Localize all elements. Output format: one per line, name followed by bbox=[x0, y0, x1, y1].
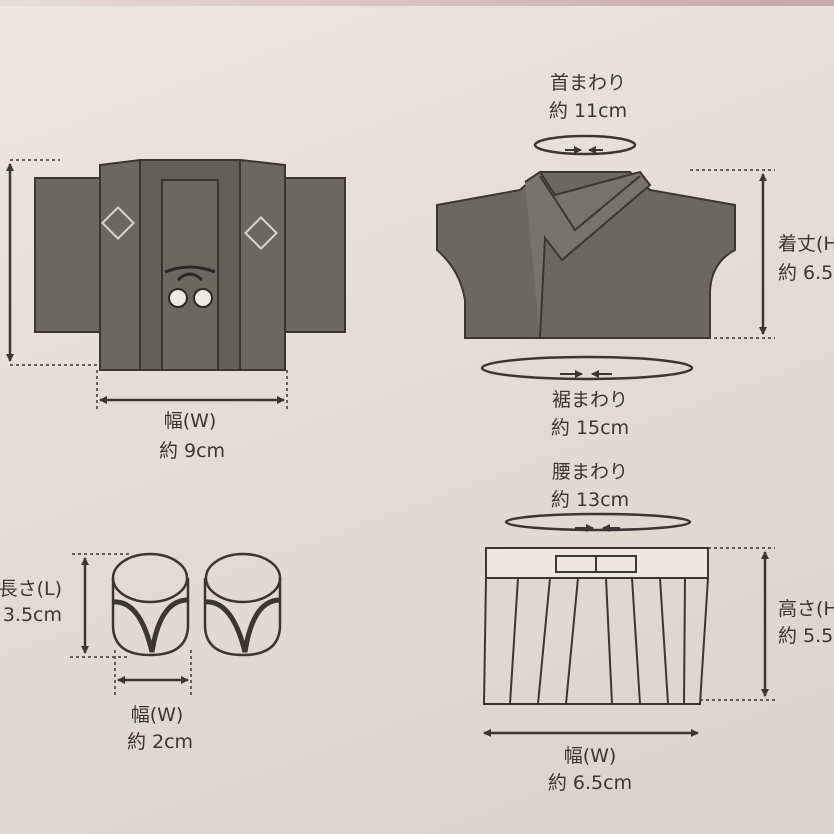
hem-value: 約 15cm bbox=[550, 417, 630, 439]
waist-circumference-ellipse bbox=[504, 512, 692, 532]
hakama-width-label: 幅(W) bbox=[563, 745, 617, 767]
hakama-width-value: 約 6.5cm bbox=[547, 772, 633, 794]
hakama-height-value: 約 5.5 bbox=[778, 625, 834, 647]
tabi-width-label: 幅(W) bbox=[130, 704, 184, 726]
tabi-width-value: 約 2cm bbox=[126, 731, 194, 753]
hakama-skirt bbox=[482, 547, 710, 705]
waist-value: 約 13cm bbox=[550, 489, 630, 511]
haori-width-value: 約 9cm bbox=[158, 440, 226, 462]
hem-circumference-ellipse bbox=[480, 355, 694, 381]
neck-circumference-ellipse bbox=[533, 134, 637, 156]
hem-label: 裾まわり bbox=[551, 389, 629, 411]
top-edge bbox=[0, 0, 834, 6]
neck-value: 約 11cm bbox=[548, 100, 628, 122]
haori-jacket bbox=[34, 158, 346, 371]
kimono-length-label: 着丈(H bbox=[778, 233, 834, 255]
kimono-length-value: 約 6.5 bbox=[778, 262, 834, 284]
tabi-length-label: 長さ(L) bbox=[0, 578, 62, 600]
tabi-socks bbox=[111, 552, 282, 657]
neck-label: 首まわり bbox=[549, 72, 627, 94]
hakama-height-label: 高さ(H bbox=[778, 598, 834, 620]
haori-width-label: 幅(W) bbox=[163, 410, 217, 432]
kimono-shirt bbox=[436, 170, 736, 339]
waist-label: 腰まわり bbox=[551, 461, 629, 483]
tabi-length-value: 3.5cm bbox=[2, 604, 62, 626]
